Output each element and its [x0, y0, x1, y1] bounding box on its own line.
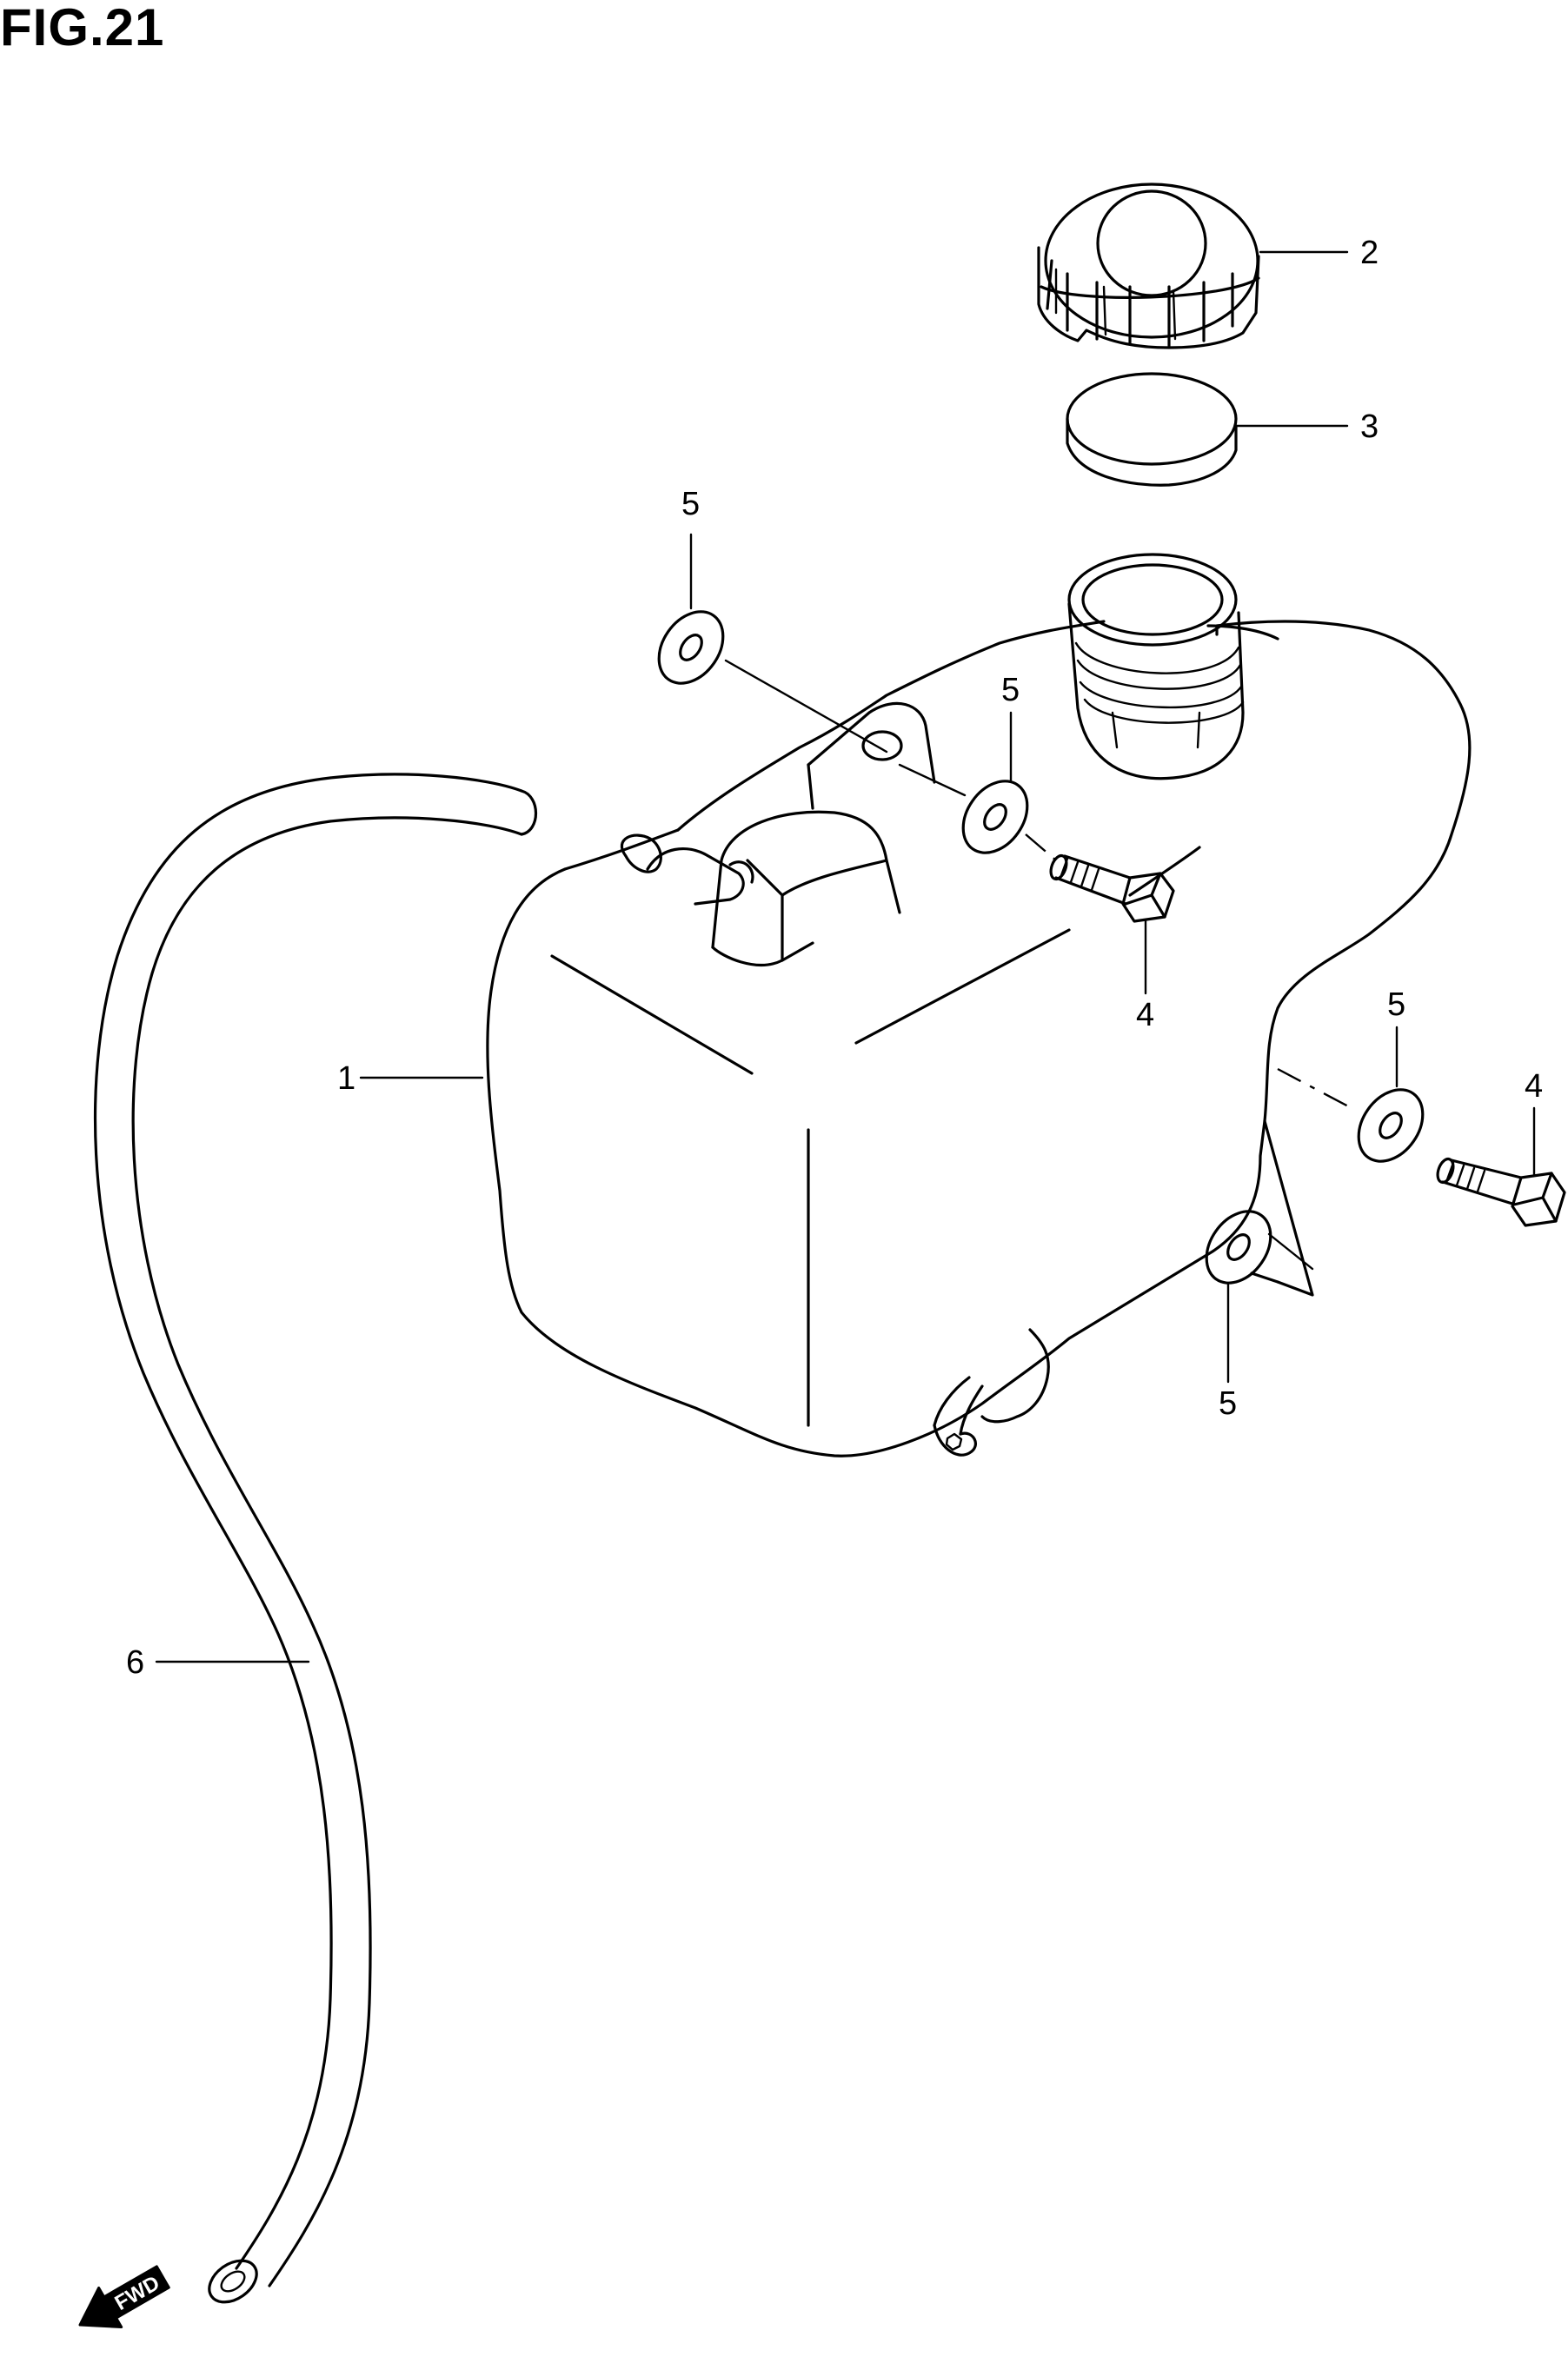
figure-title: FIG.21: [0, 0, 165, 56]
callout-2: 2: [1360, 235, 1379, 271]
cap-seal-icon: [1066, 372, 1238, 487]
washer-icon: [1357, 1088, 1425, 1163]
callout-1: 1: [337, 1060, 355, 1097]
callout-5c: 5: [1387, 986, 1405, 1023]
washer-icon: [1205, 1210, 1272, 1285]
assembly-lines: [724, 659, 1352, 1271]
callout-4b: 4: [1525, 1068, 1543, 1105]
filler-cap-icon: [1037, 183, 1260, 349]
reservoir-tank-icon: [486, 553, 1472, 1457]
forward-arrow-icon: FWD: [78, 2265, 170, 2329]
callout-5b: 5: [1001, 672, 1020, 708]
callout-5d: 5: [1219, 1385, 1237, 1422]
washer-icon: [961, 780, 1029, 854]
callout-4a: 4: [1136, 997, 1154, 1033]
washer-icon: [657, 610, 725, 685]
callout-3: 3: [1360, 408, 1379, 445]
callout-5a: 5: [681, 486, 700, 522]
bolt-icon: [1049, 853, 1175, 923]
leader-lines: [155, 250, 1536, 1663]
callout-6: 6: [126, 1644, 144, 1681]
bolt-icon: [1436, 1157, 1566, 1227]
hose-icon: [93, 773, 538, 2304]
